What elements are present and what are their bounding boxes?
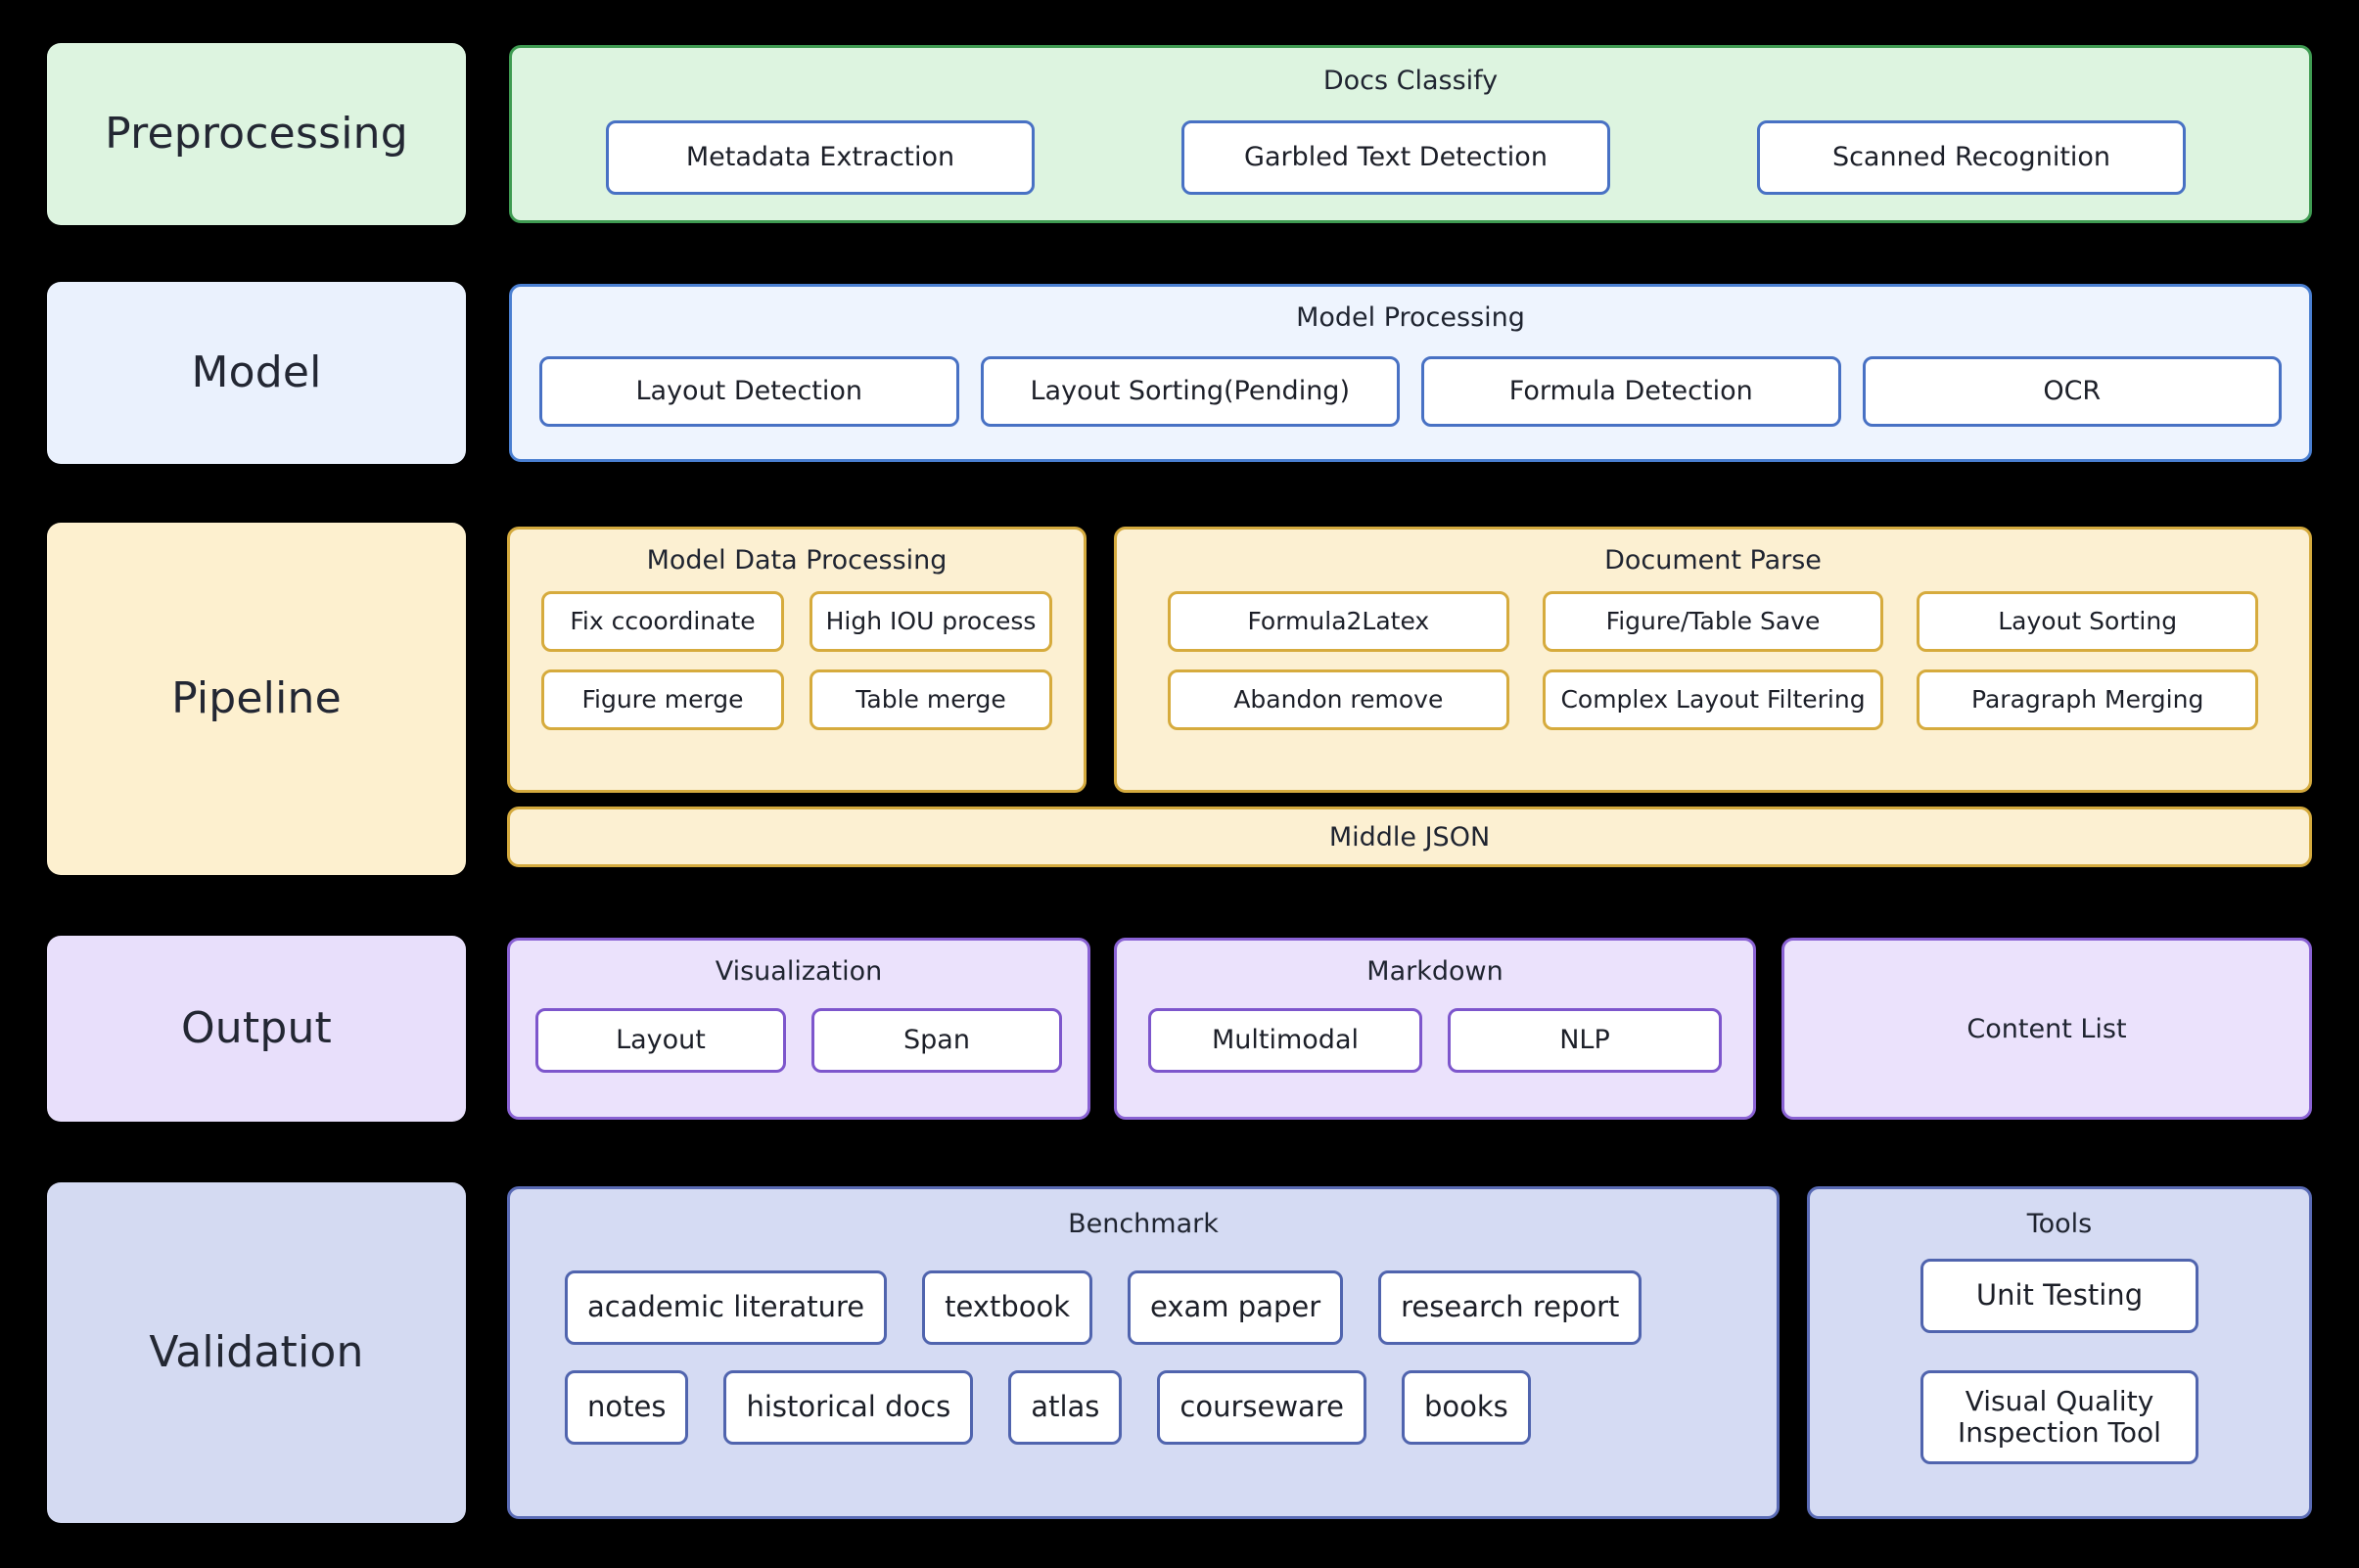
chip-exam-paper[interactable]: exam paper	[1128, 1270, 1344, 1345]
chip-table-merge[interactable]: Table merge	[809, 669, 1052, 730]
chip-row-model-data-2: Figure merge Table merge	[510, 669, 1084, 730]
group-middle-json: Middle JSON	[507, 807, 2312, 867]
group-title-model-data-processing: Model Data Processing	[646, 545, 948, 576]
group-markdown: Markdown Multimodal NLP	[1114, 938, 1756, 1120]
group-title-model-processing: Model Processing	[1296, 302, 1525, 333]
chip-row-docs-classify: Metadata Extraction Garbled Text Detecti…	[512, 115, 2309, 200]
stage-label-preprocessing: Preprocessing	[105, 109, 408, 159]
chip-layout-sorting-pending[interactable]: Layout Sorting(Pending)	[980, 356, 1400, 427]
group-title-visualization: Visualization	[715, 956, 883, 987]
stage-label-pipeline: Pipeline	[171, 673, 342, 723]
chip-multimodal[interactable]: Multimodal	[1148, 1008, 1422, 1073]
group-title-document-parse: Document Parse	[1604, 545, 1822, 576]
stage-label-validation: Validation	[149, 1327, 364, 1377]
chip-layout-sorting[interactable]: Layout Sorting	[1917, 591, 2259, 652]
chip-layout-detection[interactable]: Layout Detection	[539, 356, 959, 427]
group-title-content-list: Content List	[1966, 1013, 2127, 1044]
group-model-processing: Model Processing Layout Detection Layout…	[509, 284, 2312, 462]
group-content-list[interactable]: Content List	[1781, 938, 2312, 1120]
chip-abandon-remove[interactable]: Abandon remove	[1168, 669, 1509, 730]
group-model-data-processing: Model Data Processing Fix ccoordinate Hi…	[507, 527, 1087, 793]
group-visualization: Visualization Layout Span	[507, 938, 1090, 1120]
chip-row-model-processing: Layout Detection Layout Sorting(Pending)…	[512, 352, 2309, 431]
stage-card-pipeline: Pipeline	[47, 523, 466, 875]
group-title-benchmark: Benchmark	[1068, 1209, 1219, 1239]
chip-historical-docs[interactable]: historical docs	[723, 1370, 974, 1445]
chip-scanned-recognition[interactable]: Scanned Recognition	[1757, 120, 2186, 195]
chip-fix-ccoordinate[interactable]: Fix ccoordinate	[541, 591, 784, 652]
chip-row-benchmark-1: academic literature textbook exam paper …	[510, 1270, 1777, 1345]
stage-card-validation: Validation	[47, 1182, 466, 1523]
group-docs-classify: Docs Classify Metadata Extraction Garble…	[509, 45, 2312, 223]
group-benchmark: Benchmark academic literature textbook e…	[507, 1186, 1780, 1519]
chip-layout[interactable]: Layout	[535, 1008, 786, 1073]
group-title-markdown: Markdown	[1366, 956, 1503, 987]
chip-row-markdown: Multimodal NLP	[1117, 1008, 1753, 1073]
group-title-tools: Tools	[2026, 1209, 2093, 1239]
chip-formula2latex[interactable]: Formula2Latex	[1168, 591, 1509, 652]
chip-span[interactable]: Span	[811, 1008, 1062, 1073]
chip-paragraph-merging[interactable]: Paragraph Merging	[1917, 669, 2259, 730]
chip-academic-literature[interactable]: academic literature	[565, 1270, 888, 1345]
chip-row-tools-1: Unit Testing	[1810, 1259, 2309, 1333]
stage-card-preprocessing: Preprocessing	[47, 43, 466, 225]
chip-metadata-extraction[interactable]: Metadata Extraction	[606, 120, 1035, 195]
chip-row-model-data-1: Fix ccoordinate High IOU process	[510, 591, 1084, 652]
chip-row-document-parse-2: Abandon remove Complex Layout Filtering …	[1117, 669, 2309, 730]
chip-garbled-text-detection[interactable]: Garbled Text Detection	[1181, 120, 1610, 195]
stage-label-model: Model	[191, 347, 322, 397]
group-tools: Tools Unit Testing Visual Quality Inspec…	[1807, 1186, 2312, 1519]
chip-nlp[interactable]: NLP	[1448, 1008, 1722, 1073]
chip-books[interactable]: books	[1401, 1370, 1531, 1445]
chip-courseware[interactable]: courseware	[1157, 1370, 1366, 1445]
chip-figure-merge[interactable]: Figure merge	[541, 669, 784, 730]
chip-high-iou-process[interactable]: High IOU process	[809, 591, 1052, 652]
chip-textbook[interactable]: textbook	[922, 1270, 1093, 1345]
chip-row-visualization: Layout Span	[510, 1008, 1087, 1073]
chip-ocr[interactable]: OCR	[1862, 356, 2282, 427]
chip-research-report[interactable]: research report	[1378, 1270, 1642, 1345]
group-title-middle-json: Middle JSON	[1328, 821, 1491, 853]
chip-figure-table-save[interactable]: Figure/Table Save	[1542, 591, 1884, 652]
group-title-docs-classify: Docs Classify	[1322, 66, 1499, 96]
group-document-parse: Document Parse Formula2Latex Figure/Tabl…	[1114, 527, 2312, 793]
chip-row-document-parse-1: Formula2Latex Figure/Table Save Layout S…	[1117, 591, 2309, 652]
stage-label-output: Output	[180, 1003, 333, 1053]
chip-complex-layout-filtering[interactable]: Complex Layout Filtering	[1542, 669, 1884, 730]
chip-formula-detection[interactable]: Formula Detection	[1421, 356, 1841, 427]
chip-row-tools-2: Visual Quality Inspection Tool	[1810, 1355, 2309, 1464]
stage-card-model: Model	[47, 282, 466, 464]
chip-visual-quality-inspection-tool[interactable]: Visual Quality Inspection Tool	[1920, 1370, 2198, 1464]
stage-card-output: Output	[47, 936, 466, 1122]
chip-notes[interactable]: notes	[565, 1370, 689, 1445]
chip-unit-testing[interactable]: Unit Testing	[1920, 1259, 2198, 1333]
chip-row-benchmark-2: notes historical docs atlas courseware b…	[510, 1370, 1777, 1445]
chip-atlas[interactable]: atlas	[1008, 1370, 1123, 1445]
